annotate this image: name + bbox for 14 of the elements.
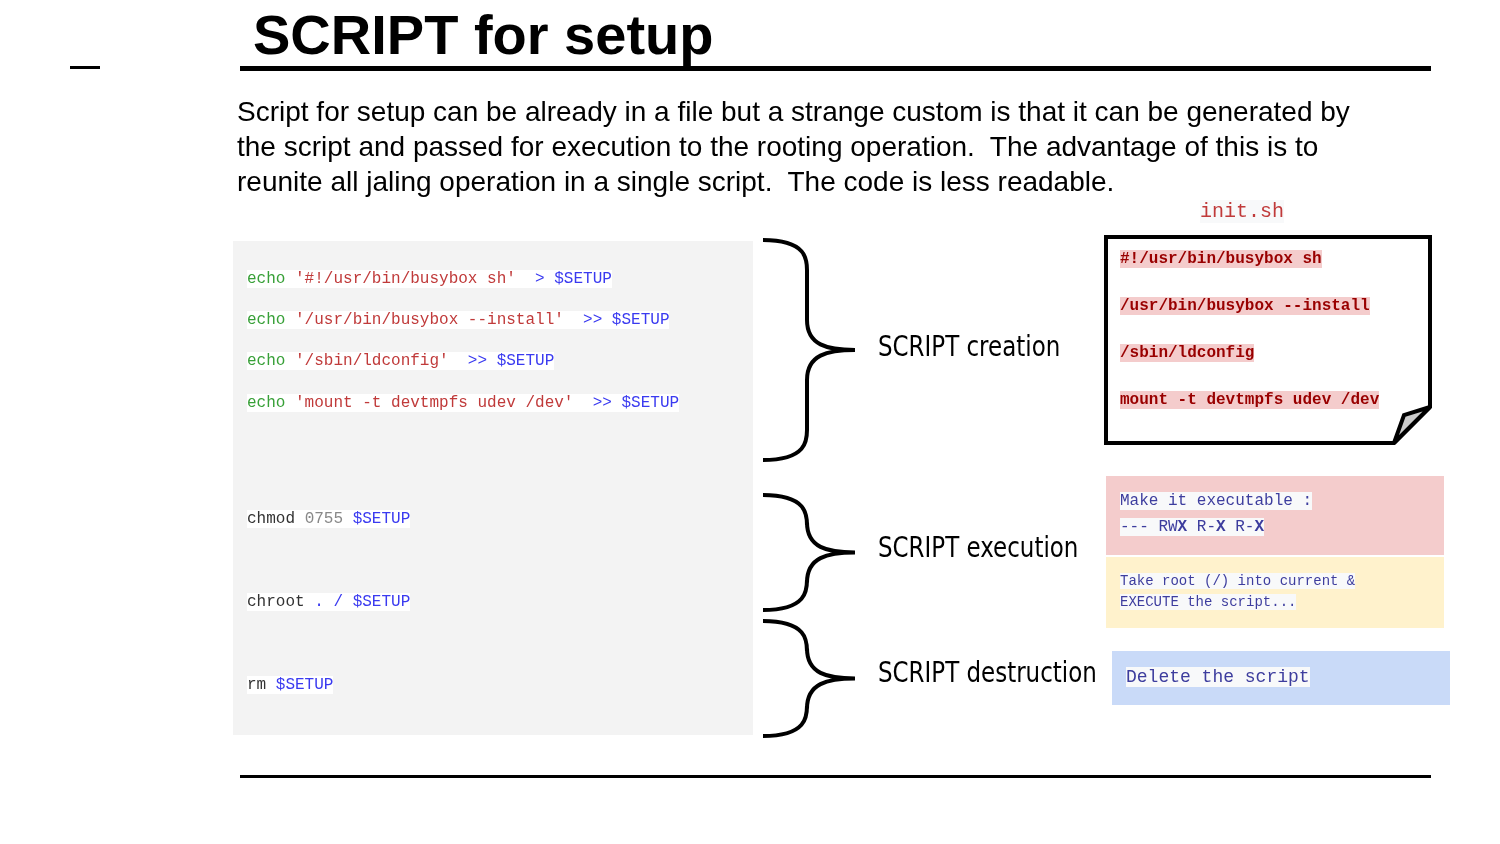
file-name: init.sh xyxy=(1200,200,1284,223)
note-box xyxy=(1106,557,1444,628)
script-file-document xyxy=(1104,198,1434,448)
note-box xyxy=(1106,476,1444,555)
note-text: Take root (/) into current & EXECUTE the script... xyxy=(1120,572,1357,612)
note-text: Delete the script xyxy=(1126,666,1311,688)
note-text: --- RWX R-X R-X xyxy=(1120,517,1266,538)
note-text: Make it executable : xyxy=(1120,491,1314,512)
section-label: SCRIPT creation xyxy=(878,330,1061,363)
section-label: SCRIPT execution xyxy=(878,531,1079,564)
description-text: Script for setup can be already in a file but a strange custom is that it can be generated by the script and passed for execution to the rooting operation. The advantage of this is to reunite all jaling operation in a single script. The code is less readable. xyxy=(237,95,1351,199)
slide-title: SCRIPT for setup xyxy=(253,2,714,68)
section-label: SCRIPT destruction xyxy=(878,656,1097,689)
note-box xyxy=(1112,651,1450,705)
